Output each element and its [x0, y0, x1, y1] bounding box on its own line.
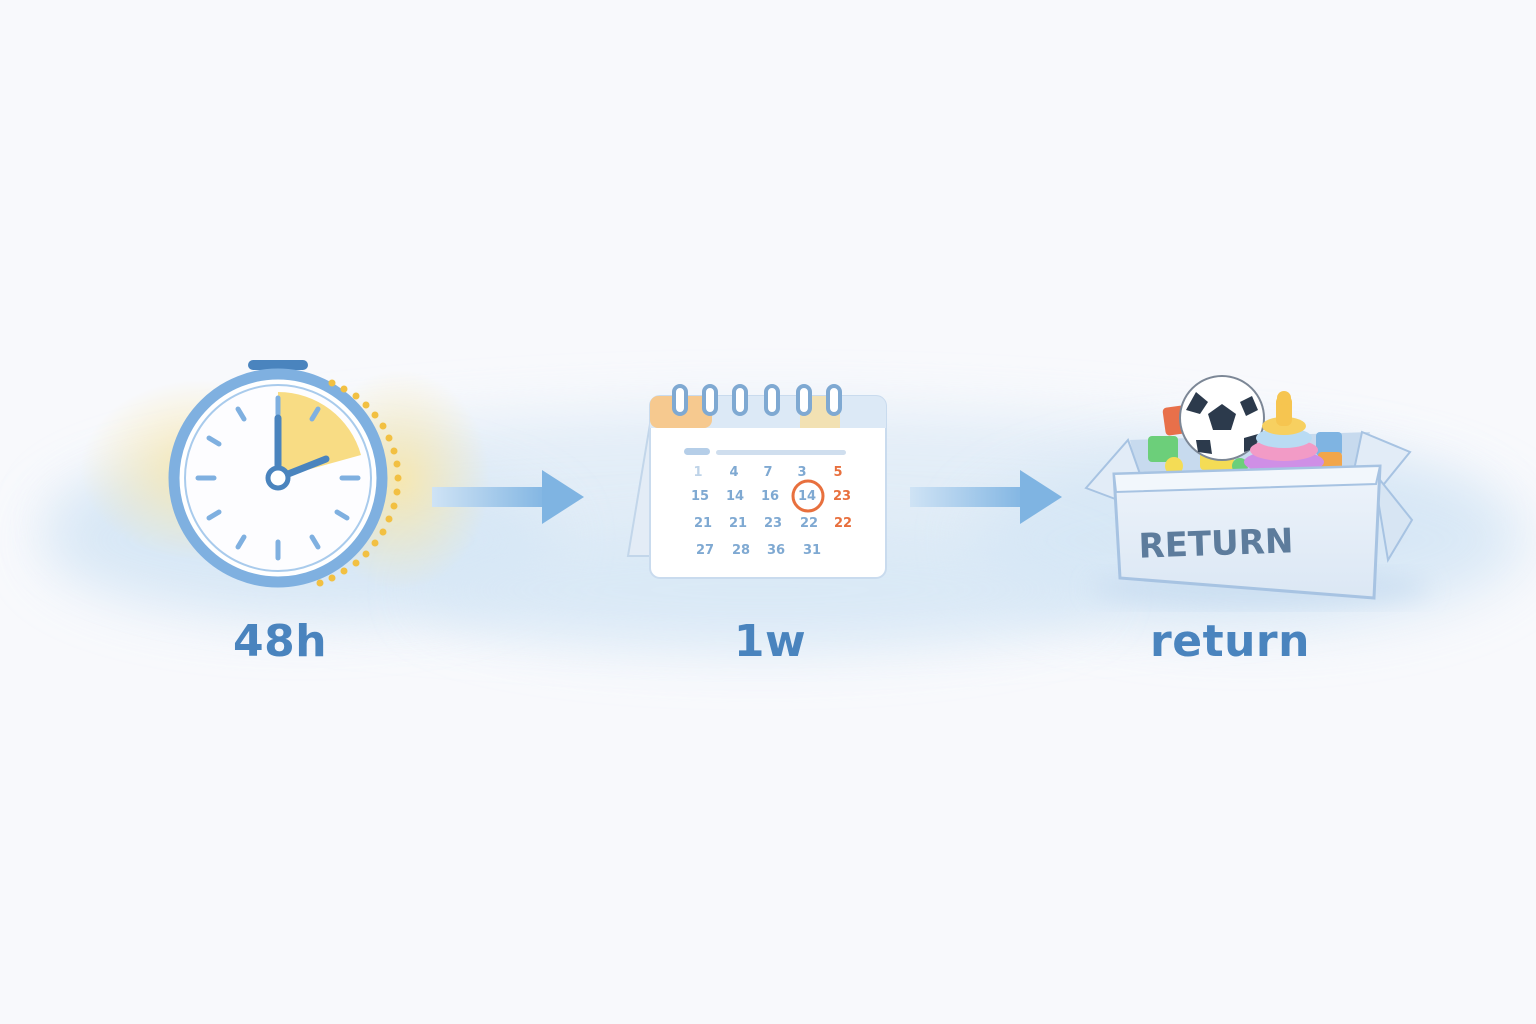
calendar-day: 14: [726, 489, 744, 504]
calendar-day: 5: [833, 465, 842, 480]
calendar-day: 23: [833, 489, 851, 504]
calendar-day: 27: [696, 543, 714, 558]
calendar-day: 7: [763, 465, 772, 480]
calendar-day: 22: [800, 516, 818, 531]
arrow-icon: [432, 470, 584, 524]
stopwatch-icon: [168, 360, 402, 588]
calendar-day: 23: [764, 516, 782, 531]
calendar-day-highlighted: 14: [798, 489, 816, 504]
calendar-day: 1: [693, 465, 702, 480]
calendar-day: 28: [732, 543, 750, 558]
calendar-day: 16: [761, 489, 779, 504]
step-label-stopwatch: 48h: [232, 616, 328, 667]
calendar-day: 15: [691, 489, 709, 504]
calendar-day: 36: [767, 543, 785, 558]
toys: [1148, 375, 1342, 475]
calendar-day: 21: [694, 516, 712, 531]
calendar-day: 31: [803, 543, 821, 558]
calendar-day: 4: [729, 465, 738, 480]
step-label-return: return: [1150, 616, 1310, 667]
arrow-icon: [910, 470, 1062, 524]
calendar-day: 21: [729, 516, 747, 531]
calendar-day: 3: [797, 465, 806, 480]
calendar-day: 22: [834, 516, 852, 531]
calendar-icon: 1 4 7 3 5 15 14 16 14 23 21 21 23 22 22 …: [626, 384, 887, 579]
toy-box-icon: RETURN: [1084, 375, 1430, 608]
box-label: RETURN: [1138, 521, 1294, 566]
step-label-calendar: 1w: [733, 616, 807, 667]
